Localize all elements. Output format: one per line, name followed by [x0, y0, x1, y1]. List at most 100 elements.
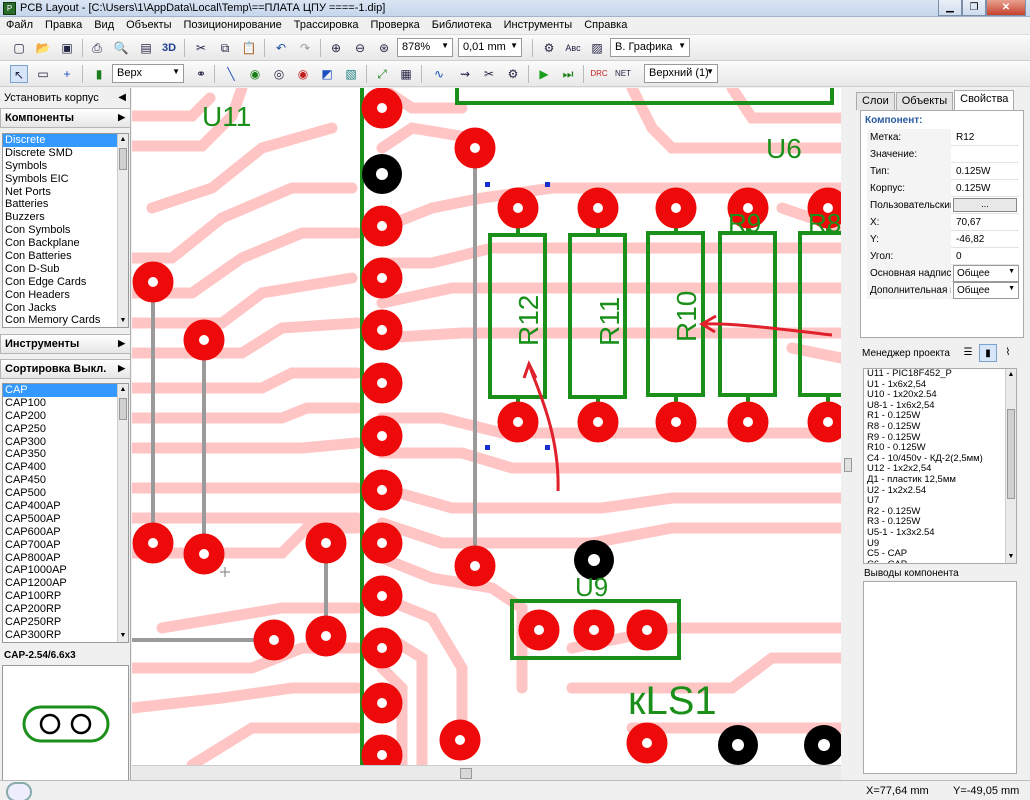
library-item[interactable]: Discrete SMD: [5, 146, 73, 159]
part-item[interactable]: CAP1000AP: [5, 564, 67, 577]
project-item[interactable]: R1 - 0.125W: [867, 410, 921, 422]
property-value[interactable]: -46,82: [956, 234, 985, 245]
pcb-canvas[interactable]: U11 U6 R12 R11 R10 R9 R8 U9 кLS1: [132, 88, 841, 765]
project-item[interactable]: C4 - 10/450v - КД-2(2,5мм): [867, 452, 983, 464]
project-item[interactable]: C6 - CAP: [864, 559, 1016, 563]
property-value[interactable]: [953, 146, 1019, 163]
close-icon[interactable]: ✕: [986, 0, 1026, 16]
part-item[interactable]: CAP1200AP: [5, 577, 67, 590]
undo-icon[interactable]: ↶: [275, 41, 287, 55]
project-item[interactable]: U10 - 1x20x2.54: [867, 389, 937, 401]
print-icon[interactable]: ⎙: [92, 41, 102, 55]
part-item[interactable]: CAP300RP: [5, 628, 62, 641]
project-item[interactable]: U8-1 - 1x6x2,54: [867, 399, 935, 411]
library-scrollbar[interactable]: ▲▼: [117, 134, 128, 327]
maximize-icon[interactable]: ❐: [962, 0, 986, 16]
zoom-in-icon[interactable]: ⊕: [330, 41, 342, 55]
library-item[interactable]: Con Symbols: [5, 224, 71, 237]
cut-icon[interactable]: ✂: [195, 41, 207, 55]
project-item[interactable]: R8 - 0.125W: [867, 420, 921, 432]
project-item[interactable]: U1 - 1x6x2,54: [867, 378, 927, 390]
property-value[interactable]: 0: [956, 251, 962, 262]
components-header[interactable]: Компоненты▶: [0, 108, 131, 128]
parts-scrollbar[interactable]: ▲▼: [117, 384, 128, 642]
text-tool-button[interactable]: Авс: [565, 43, 581, 53]
scroll-up-icon[interactable]: ▲: [119, 386, 127, 393]
menu-objects[interactable]: Объекты: [126, 19, 172, 31]
project-item[interactable]: R10 - 0.125W: [867, 442, 926, 454]
grid-toggle-icon[interactable]: ▦: [400, 67, 412, 81]
part-item[interactable]: CAP350: [5, 448, 46, 461]
library-item[interactable]: Symbols: [5, 159, 48, 172]
part-item[interactable]: CAP600AP: [5, 525, 61, 538]
library-item[interactable]: Con Edge Cards: [5, 275, 87, 288]
scroll-up-icon[interactable]: ▲: [1007, 371, 1015, 378]
library-item[interactable]: Con Backplane: [5, 237, 80, 250]
pcb-board-svg[interactable]: U11 U6 R12 R11 R10 R9 R8 U9 кLS1: [132, 88, 841, 765]
menu-tools[interactable]: Инструменты: [503, 19, 573, 31]
run-step-icon[interactable]: ⏭: [562, 67, 574, 81]
zoom-out-icon[interactable]: ⊖: [354, 41, 366, 55]
view-mode-select[interactable]: В. Графика▼: [610, 38, 690, 57]
project-item[interactable]: R2 - 0.125W: [867, 505, 921, 517]
property-value[interactable]: 70,67: [956, 217, 982, 228]
part-item[interactable]: CAP250RP: [5, 616, 62, 629]
project-item[interactable]: C5 - CAP: [867, 548, 908, 560]
menu-help[interactable]: Справка: [584, 19, 628, 31]
part-item[interactable]: CAP350RP: [3, 642, 128, 643]
scroll-up-icon[interactable]: ▲: [119, 136, 127, 143]
custom-property-button[interactable]: ...: [953, 198, 1017, 212]
part-item[interactable]: CAP500AP: [5, 512, 61, 525]
part-item[interactable]: CAP200RP: [5, 603, 62, 616]
menu-check[interactable]: Проверка: [370, 19, 420, 31]
layer-select[interactable]: Верх▼: [112, 64, 184, 83]
component-view-icon[interactable]: ▮: [979, 344, 997, 362]
menu-edit[interactable]: Правка: [45, 19, 83, 31]
property-value[interactable]: 0.125W: [956, 183, 991, 194]
open-folder-icon[interactable]: 📂: [35, 41, 51, 55]
part-item[interactable]: CAP200: [5, 409, 46, 422]
library-item[interactable]: Con Batteries: [5, 250, 72, 263]
part-item[interactable]: CAP300: [5, 435, 46, 448]
minimize-icon[interactable]: ▁: [938, 0, 962, 16]
library-item[interactable]: Net Ports: [5, 185, 51, 198]
property-value[interactable]: 0.125W: [956, 166, 991, 177]
part-item[interactable]: CAP500: [5, 487, 46, 500]
new-file-icon[interactable]: ▢: [13, 41, 25, 55]
project-item[interactable]: Д1 - пластик 12,5мм: [867, 473, 956, 485]
image-icon[interactable]: ▨: [591, 41, 603, 55]
side-select[interactable]: Верхний (1)▼: [644, 64, 718, 83]
project-item[interactable]: U7: [867, 495, 880, 507]
library-item[interactable]: Con D-Sub: [5, 262, 60, 275]
track-tool-icon[interactable]: ╲: [227, 67, 235, 81]
smd-pad-icon[interactable]: ◎: [273, 67, 285, 81]
print-preview-icon[interactable]: 🔍: [113, 41, 129, 55]
grid-select[interactable]: 0,01 mm▼: [458, 38, 522, 57]
property-dropdown[interactable]: Общее▼: [953, 265, 1019, 282]
copy-icon[interactable]: ⧉: [220, 41, 230, 55]
library-item[interactable]: Buzzers: [5, 211, 45, 224]
project-item[interactable]: U11 - PIC18F452_P: [867, 368, 952, 379]
export-icon[interactable]: ▤: [140, 41, 152, 55]
library-item[interactable]: Con Power: [3, 327, 128, 328]
tab-objects[interactable]: Объекты: [895, 92, 954, 110]
project-item[interactable]: R9 - 0.125W: [867, 431, 921, 443]
part-item[interactable]: CAP400: [5, 461, 46, 474]
menu-routing[interactable]: Трассировка: [293, 19, 359, 31]
zoom-select[interactable]: 878%▼: [397, 38, 453, 57]
fill-icon[interactable]: ▧: [345, 67, 357, 81]
menu-file[interactable]: Файл: [6, 19, 34, 31]
tab-properties[interactable]: Свойства: [954, 90, 1015, 110]
collapse-left-icon[interactable]: ◀: [118, 92, 126, 103]
tools-header[interactable]: Инструменты▶: [0, 334, 131, 354]
menu-placement[interactable]: Позиционирование: [183, 19, 282, 31]
sort-header[interactable]: Сортировка Выкл.▶: [0, 359, 131, 379]
scroll-thumb[interactable]: [1007, 409, 1015, 499]
library-item[interactable]: Batteries: [5, 198, 49, 211]
part-item[interactable]: CAP100: [5, 396, 46, 409]
menu-view[interactable]: Вид: [94, 19, 115, 31]
redo-icon[interactable]: ↷: [299, 41, 311, 55]
part-item[interactable]: CAP400AP: [5, 500, 61, 513]
scroll-thumb[interactable]: [119, 148, 127, 170]
route-net-icon[interactable]: ⇝: [459, 67, 471, 81]
